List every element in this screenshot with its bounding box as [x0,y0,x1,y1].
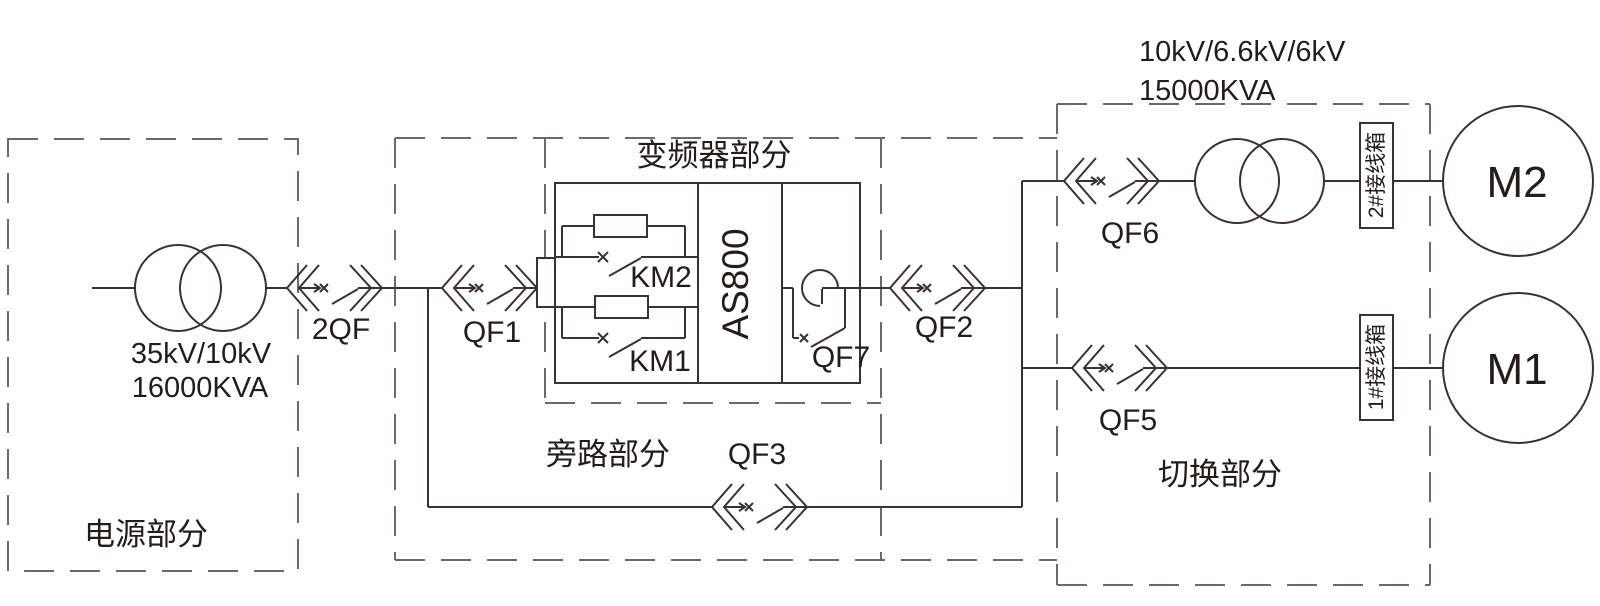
breaker-qf2-symbol [889,264,986,312]
motor-m1-label: M1 [1486,345,1547,394]
precharge-branch-km2 [555,214,698,277]
circuit-lines [92,138,1443,508]
breaker-qf3-symbol [711,483,808,531]
label-2qf: 2QF [312,313,370,346]
transformer2-ratio-label: 10kV/6.6kV/6kV [1139,36,1346,68]
transformer1-capacity-label: 16000KVA [132,372,269,404]
section-label-bypass: 旁路部分 [546,437,670,472]
inverter-model-label: AS800 [715,228,756,339]
label-qf1: QF1 [463,316,521,349]
power-section-box [7,138,299,572]
motor-m2-circle [1442,105,1594,257]
junction-box-1-label: 1#接线箱 [1365,324,1388,410]
breaker-qf1-symbol [441,264,538,312]
transformer-t2-symbol [1194,138,1325,224]
precharge-branch-km1 [555,295,698,358]
transformer-t1-symbol [134,244,267,332]
label-km2: KM2 [630,261,692,294]
label-qf2: QF2 [915,311,973,344]
junction-box-2 [1359,122,1394,229]
label-qf3: QF3 [728,438,786,471]
qf7-symbol [782,269,890,348]
section-label-power: 电源部分 [84,517,208,552]
label-qf6: QF6 [1101,217,1159,250]
section-label-switching: 切换部分 [1158,457,1282,492]
transformer1-ratio-label: 35kV/10kV [131,338,272,370]
breaker-qf6-symbol [1063,157,1160,205]
inverter-cabinet [536,182,890,384]
label-qf7: QF7 [812,341,870,374]
inverter-input-terminal [536,257,556,308]
label-qf5: QF5 [1099,404,1157,437]
breaker-2qf-symbol [286,264,383,312]
motor-m2-label: M2 [1486,158,1547,207]
section-boundaries [7,103,1431,586]
transformer2-capacity-label: 15000KVA [1139,75,1276,107]
label-km1: KM1 [629,345,691,378]
breaker-qf5-symbol [1071,344,1168,392]
section-label-inverter: 变频器部分 [637,138,792,173]
junction-box-2-label: 2#接线箱 [1365,132,1388,218]
motor-m1-circle [1442,292,1594,444]
junction-box-1 [1359,314,1394,421]
